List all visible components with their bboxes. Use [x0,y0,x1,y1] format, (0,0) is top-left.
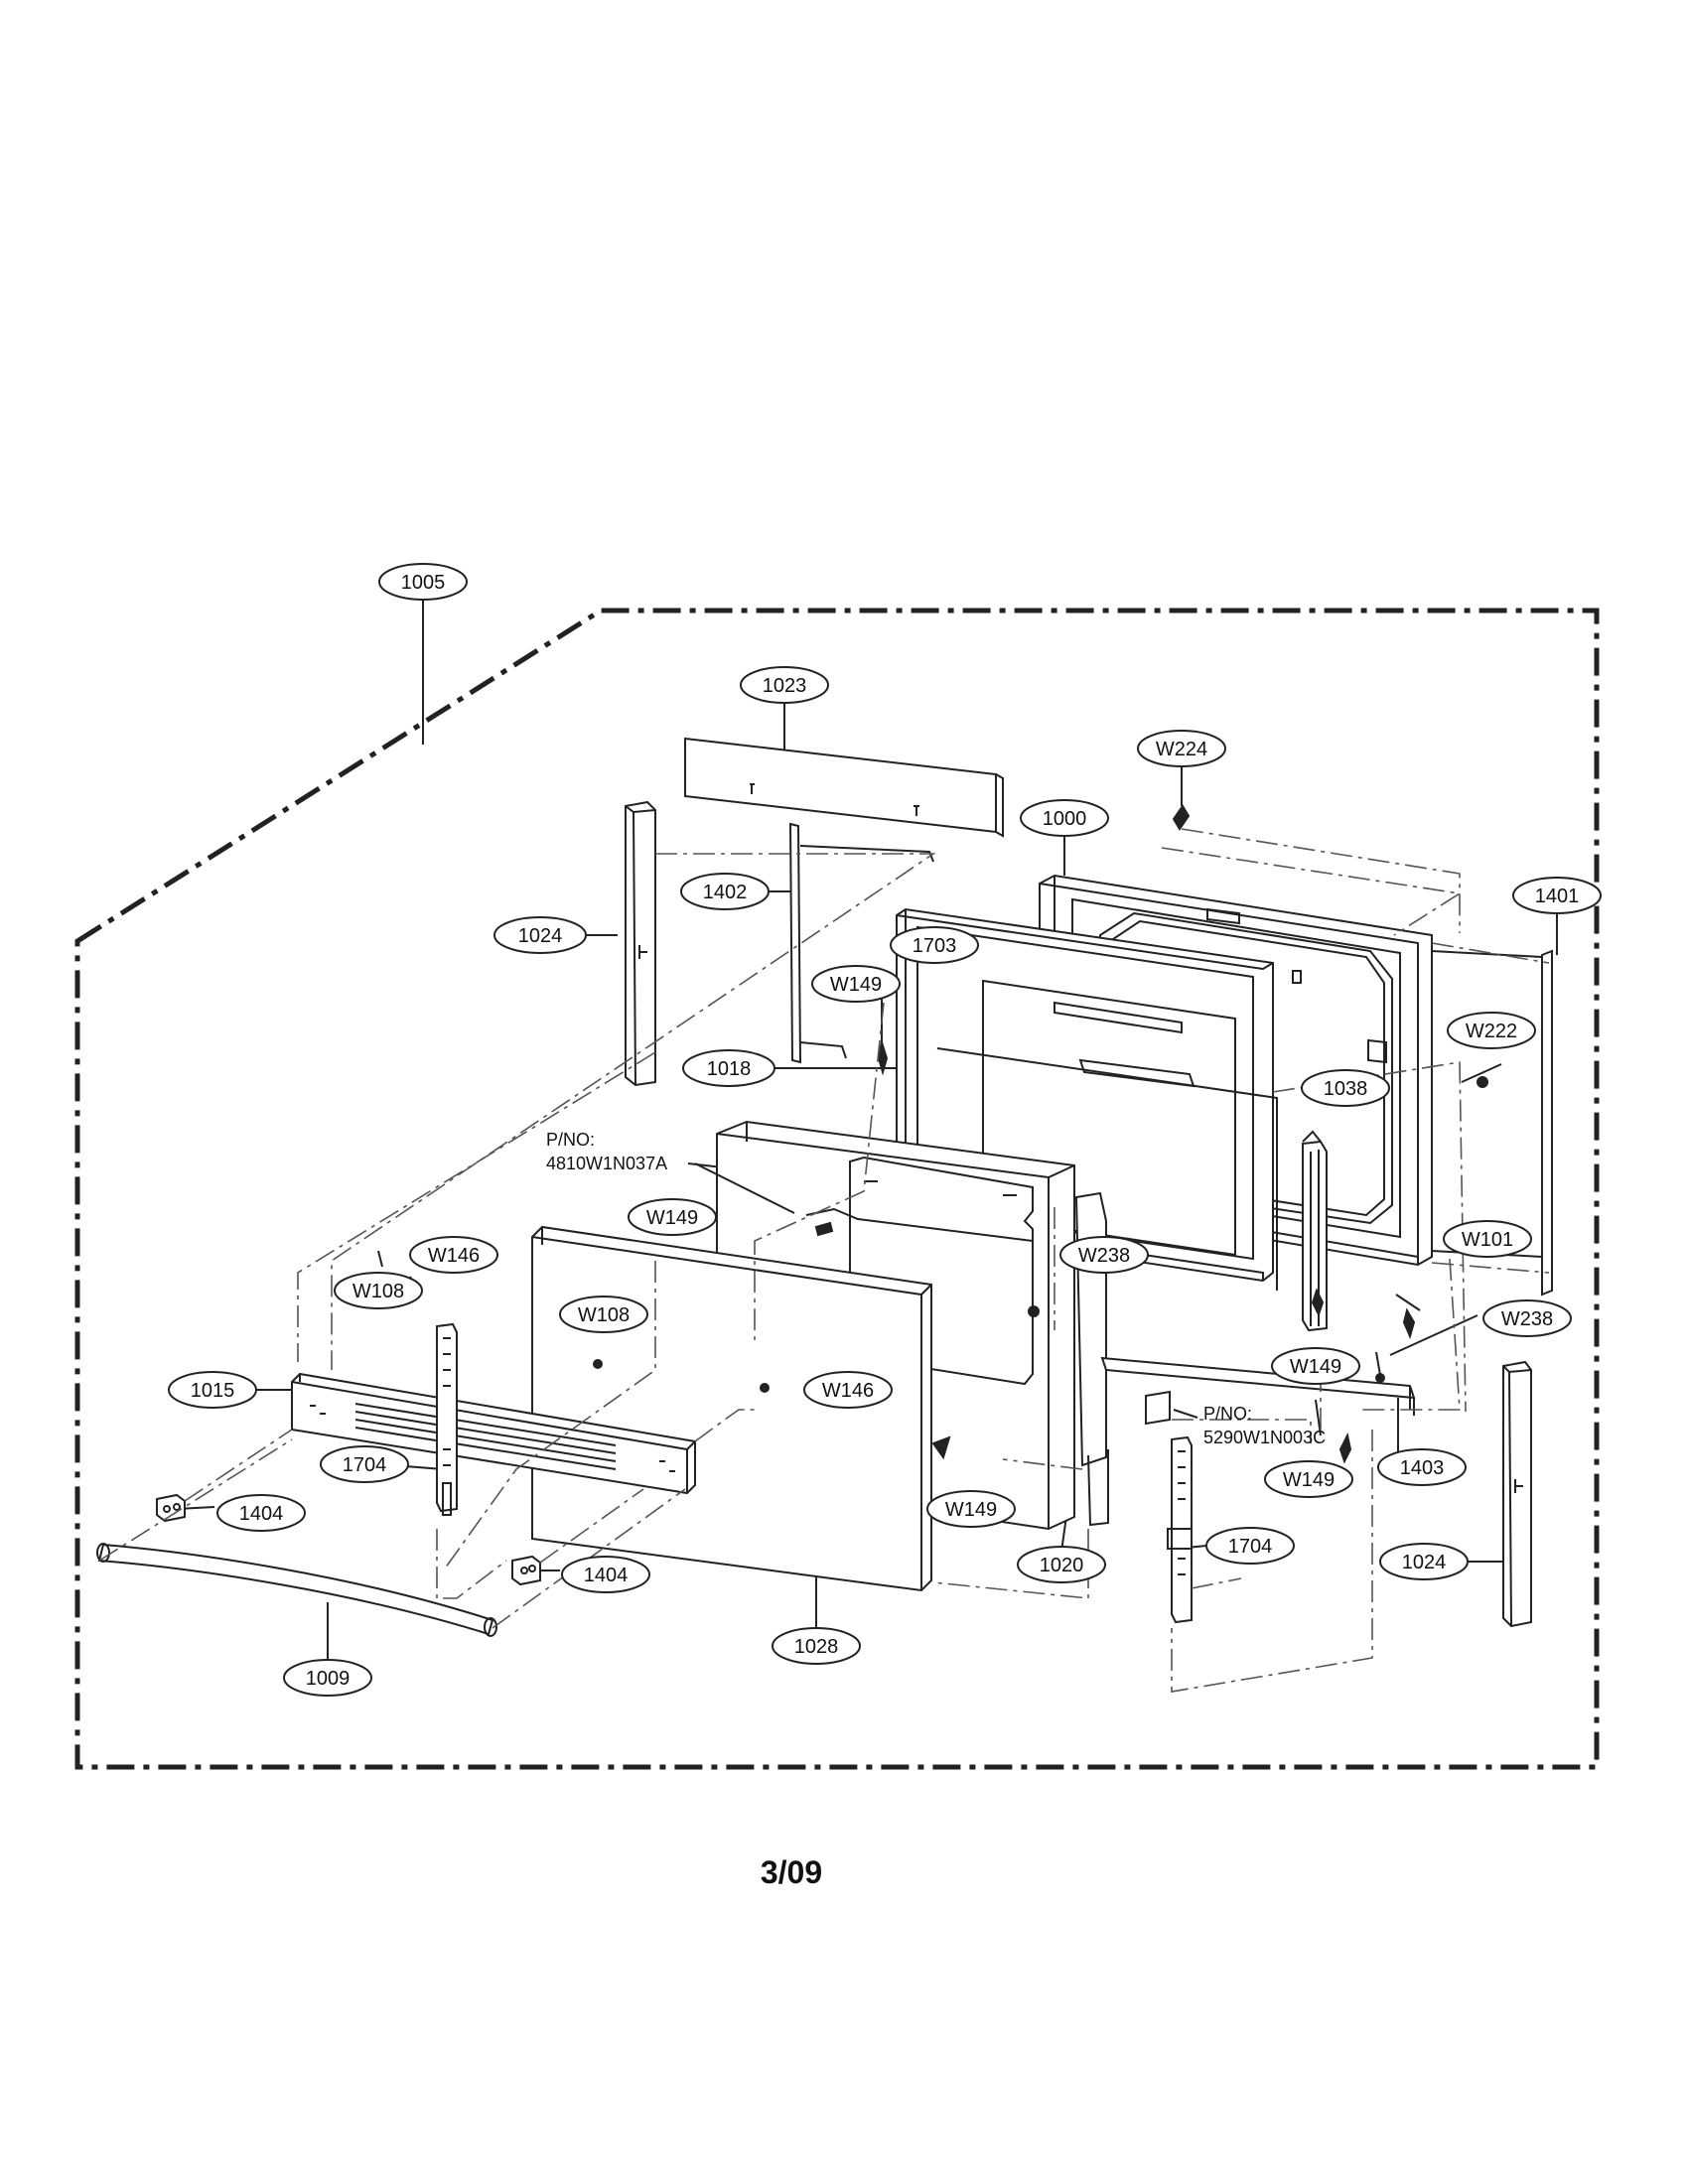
svg-text:1403: 1403 [1400,1457,1445,1479]
svg-text:W108: W108 [578,1304,630,1326]
part-1704-hinge-left [436,1322,458,1516]
callout-w146-mid[interactable]: W146 [803,1371,893,1409]
callout-w108-left[interactable]: W108 [334,1272,423,1309]
part-1402-left-bracket [788,822,934,1064]
callout-1038[interactable]: 1038 [1301,1069,1390,1107]
callout-1402[interactable]: 1402 [680,873,770,910]
svg-text:1401: 1401 [1535,886,1580,907]
callout-w101[interactable]: W101 [1443,1220,1532,1258]
svg-text:1404: 1404 [239,1503,284,1525]
svg-text:W224: W224 [1156,739,1207,760]
pno-1-value: 4810W1N037A [546,1154,667,1173]
svg-text:1402: 1402 [703,882,748,903]
pno-2-value: 5290W1N003C [1203,1428,1326,1447]
callout-w222[interactable]: W222 [1447,1012,1536,1049]
part-1404-handle-bracket-right [511,1555,541,1586]
part-number-notes: P/NO: 4810W1N037A P/NO: 5290W1N003C [546,1130,1326,1447]
svg-text:1038: 1038 [1324,1078,1368,1100]
callout-w146-top[interactable]: W146 [409,1236,498,1274]
svg-text:W238: W238 [1078,1245,1130,1267]
svg-text:1024: 1024 [518,925,563,947]
svg-text:W146: W146 [428,1245,480,1267]
svg-text:W149: W149 [1283,1469,1335,1491]
callout-1404-right[interactable]: 1404 [561,1556,650,1593]
callout-w149-bottom[interactable]: W149 [926,1490,1016,1528]
callout-1024-left[interactable]: 1024 [493,916,587,954]
part-1009-handle [96,1543,497,1637]
pno-2-label: P/NO: [1203,1404,1252,1424]
svg-text:1020: 1020 [1040,1555,1084,1576]
part-1024-left-side-trim [625,800,656,1087]
part-1028-outer-glass [531,1225,932,1592]
part-1404-handle-bracket-left [156,1493,186,1523]
callout-1028[interactable]: 1028 [772,1627,861,1665]
svg-text:1024: 1024 [1402,1552,1447,1573]
svg-text:W146: W146 [822,1380,874,1402]
callout-w149-right[interactable]: W149 [1271,1347,1360,1385]
callout-1015[interactable]: 1015 [168,1371,257,1409]
pno-1-label: P/NO: [546,1130,595,1150]
callout-w224[interactable]: W224 [1137,730,1226,767]
callout-w108-mid[interactable]: W108 [559,1296,648,1333]
svg-text:W149: W149 [1290,1356,1341,1378]
svg-text:W101: W101 [1462,1229,1513,1251]
svg-text:W108: W108 [352,1281,404,1302]
assembly-boundary [74,608,1600,1770]
callout-1000[interactable]: 1000 [1020,799,1109,837]
svg-text:W222: W222 [1466,1021,1517,1042]
callout-w238-right[interactable]: W238 [1482,1299,1572,1337]
svg-text:1005: 1005 [401,572,446,594]
callout-1020[interactable]: 1020 [1017,1546,1106,1583]
callout-1005[interactable]: 1005 [378,563,468,601]
svg-text:1704: 1704 [343,1454,387,1476]
part-1704-hinge-right [1167,1435,1193,1624]
callout-1024-right[interactable]: 1024 [1379,1543,1469,1580]
svg-text:1009: 1009 [306,1668,351,1690]
part-1024-right-side-trim [1502,1360,1532,1628]
callout-1401[interactable]: 1401 [1512,877,1602,914]
callout-1704-right[interactable]: 1704 [1205,1527,1295,1565]
svg-text:1000: 1000 [1043,808,1087,830]
callout-w238-left[interactable]: W238 [1059,1236,1149,1274]
callouts: 1005 1023 W224 1000 1401 1024 1402 1703 … [168,563,1602,1697]
callout-1703[interactable]: 1703 [890,926,979,964]
callout-1704-left[interactable]: 1704 [320,1445,409,1483]
svg-text:1404: 1404 [584,1565,629,1586]
svg-text:W149: W149 [646,1207,698,1229]
callout-1009[interactable]: 1009 [283,1659,372,1697]
callout-1018[interactable]: 1018 [682,1049,775,1087]
svg-text:1018: 1018 [707,1058,752,1080]
svg-text:W238: W238 [1501,1308,1553,1330]
svg-text:W149: W149 [830,974,882,996]
callout-w149-top[interactable]: W149 [811,965,901,1003]
callout-w149-mid[interactable]: W149 [628,1198,717,1236]
part-1403-bottom-bracket [1100,1356,1416,1426]
svg-text:W149: W149 [945,1499,997,1521]
svg-text:1015: 1015 [191,1380,235,1402]
svg-text:1023: 1023 [763,675,807,697]
svg-text:1704: 1704 [1228,1536,1273,1558]
svg-text:1028: 1028 [794,1636,839,1658]
pno-2-leader [1173,1409,1198,1419]
callout-1023[interactable]: 1023 [740,666,829,704]
part-1038-gasket-strip [1302,1130,1328,1332]
callout-1404-left[interactable]: 1404 [216,1494,306,1532]
part-1023-top-trim [684,737,1004,838]
page-number: 3/09 [760,1854,823,1890]
callout-w149-lower-right[interactable]: W149 [1264,1460,1353,1498]
svg-text:1703: 1703 [913,935,957,957]
callout-1403[interactable]: 1403 [1377,1448,1467,1486]
pno-1-leader [694,1162,795,1214]
parts [96,737,1553,1637]
